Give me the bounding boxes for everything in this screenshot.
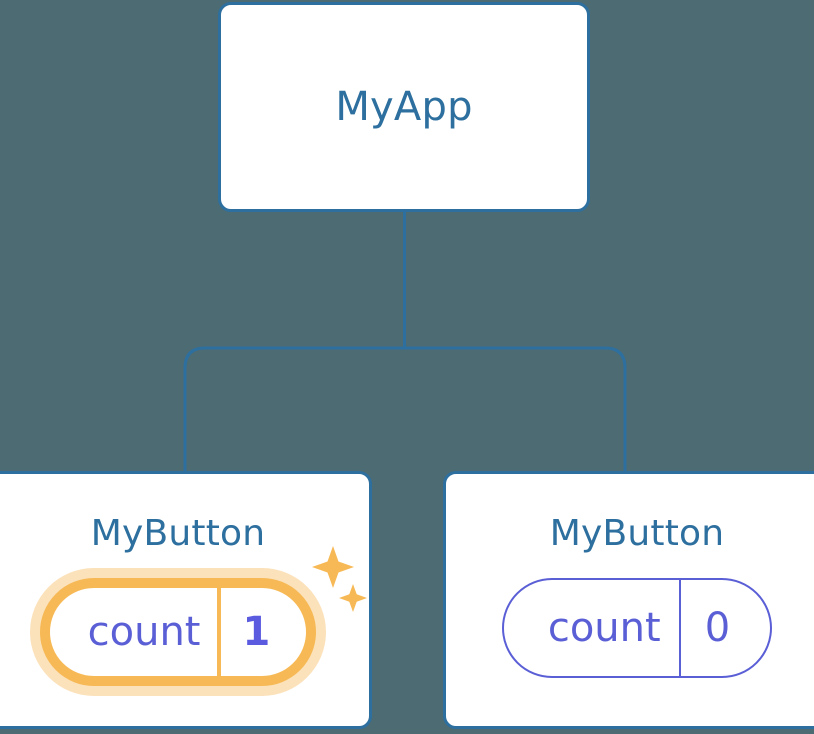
node-mybutton-right-title: MyButton [549, 513, 725, 554]
state-divider-left [216, 588, 221, 676]
sparkle-small-icon [339, 584, 368, 612]
state-pill-left[interactable]: count 1 [39, 578, 317, 686]
node-mybutton-left-title: MyButton [90, 513, 266, 554]
state-pill-right[interactable]: count 0 [501, 578, 773, 678]
node-mybutton-right[interactable]: MyButton count 0 [443, 471, 814, 729]
node-mybutton-left[interactable]: MyButton count 1 [0, 471, 372, 729]
state-key-left: count [87, 609, 201, 655]
state-value-left: 1 [242, 609, 271, 655]
state-pill-wrap-right: count 0 [501, 578, 773, 678]
edge-branch-bar [183, 346, 627, 472]
state-key-right: count [547, 605, 661, 651]
state-pill-wrap-left: count 1 [39, 546, 368, 686]
state-value-right: 0 [704, 605, 731, 651]
node-myapp[interactable]: MyApp [218, 2, 590, 212]
node-myapp-title: MyApp [335, 84, 473, 130]
sparkle-icon [312, 546, 368, 612]
state-divider-right [678, 580, 681, 676]
